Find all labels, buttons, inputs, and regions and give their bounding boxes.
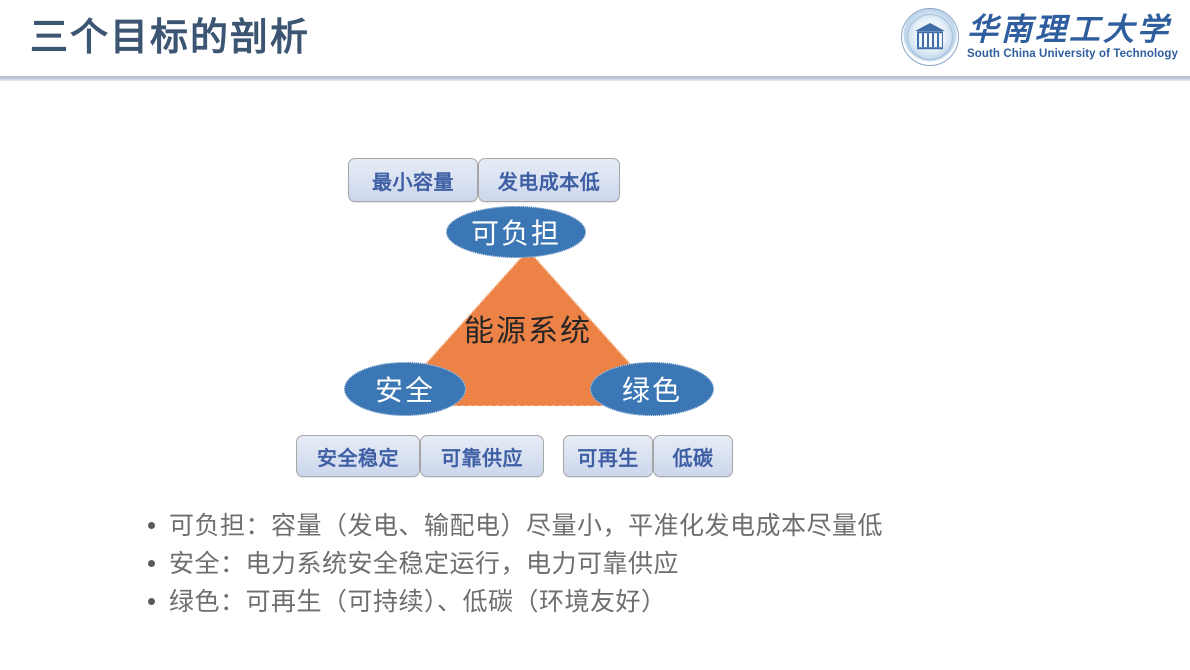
bullet-text: 绿色：可再生（可持续）、低碳（环境友好） <box>169 587 667 616</box>
bullet-list: 可负担：容量（发电、输配电）尽量小，平准化发电成本尽量低 安全：电力系统安全稳定… <box>148 508 1148 622</box>
callout-label: 可再生 <box>577 445 639 470</box>
slide-header: 三个目标的剖析 华南理工大学 South China University of… <box>0 0 1190 78</box>
callout-low-carbon[interactable]: 低碳 <box>653 435 733 477</box>
node-affordable[interactable]: 可负担 <box>446 206 586 258</box>
header-divider <box>0 76 1190 81</box>
callout-label: 最小容量 <box>372 169 454 194</box>
bullet-dot-icon <box>148 560 155 567</box>
callout-safe-stable[interactable]: 安全稳定 <box>296 435 420 477</box>
callout-reliable-supply[interactable]: 可靠供应 <box>420 435 544 477</box>
callout-renewable[interactable]: 可再生 <box>563 435 653 477</box>
callout-label: 低碳 <box>672 445 714 470</box>
university-logo: 华南理工大学 South China University of Technol… <box>900 6 1178 68</box>
bullet-dot-icon <box>148 598 155 605</box>
callout-low-generation-cost[interactable]: 发电成本低 <box>478 158 620 202</box>
callout-label: 发电成本低 <box>497 169 601 194</box>
bullet-dot-icon <box>148 522 155 529</box>
list-item: 绿色：可再生（可持续）、低碳（环境友好） <box>148 584 1148 622</box>
logo-text-block: 华南理工大学 South China University of Technol… <box>967 13 1178 61</box>
node-green[interactable]: 绿色 <box>590 362 714 416</box>
bullet-text: 可负担：容量（发电、输配电）尽量小，平准化发电成本尽量低 <box>169 511 884 540</box>
list-item: 可负担：容量（发电、输配电）尽量小，平准化发电成本尽量低 <box>148 508 1148 546</box>
bullet-text: 安全：电力系统安全稳定运行，电力可靠供应 <box>169 549 680 578</box>
energy-system-label: 能源系统 <box>464 314 592 349</box>
node-label: 可负担 <box>470 217 561 250</box>
university-seal-icon <box>900 8 959 66</box>
page-title: 三个目标的剖析 <box>30 17 311 59</box>
energy-triangle-diagram: 最小容量 发电成本低 能源系统 可负担 安全 绿色 安全稳定 可靠供应 <box>0 120 1190 490</box>
logo-name-en: South China University of Technology <box>966 48 1178 60</box>
node-label: 安全 <box>374 374 435 407</box>
callout-label: 安全稳定 <box>317 445 399 470</box>
list-item: 安全：电力系统安全稳定运行，电力可靠供应 <box>148 546 1148 584</box>
energy-system-triangle <box>388 250 668 406</box>
callout-label: 可靠供应 <box>441 445 523 470</box>
logo-name-cn: 华南理工大学 <box>966 12 1171 47</box>
callout-minimum-capacity[interactable]: 最小容量 <box>348 158 478 202</box>
node-label: 绿色 <box>621 374 682 407</box>
node-secure[interactable]: 安全 <box>344 362 466 416</box>
